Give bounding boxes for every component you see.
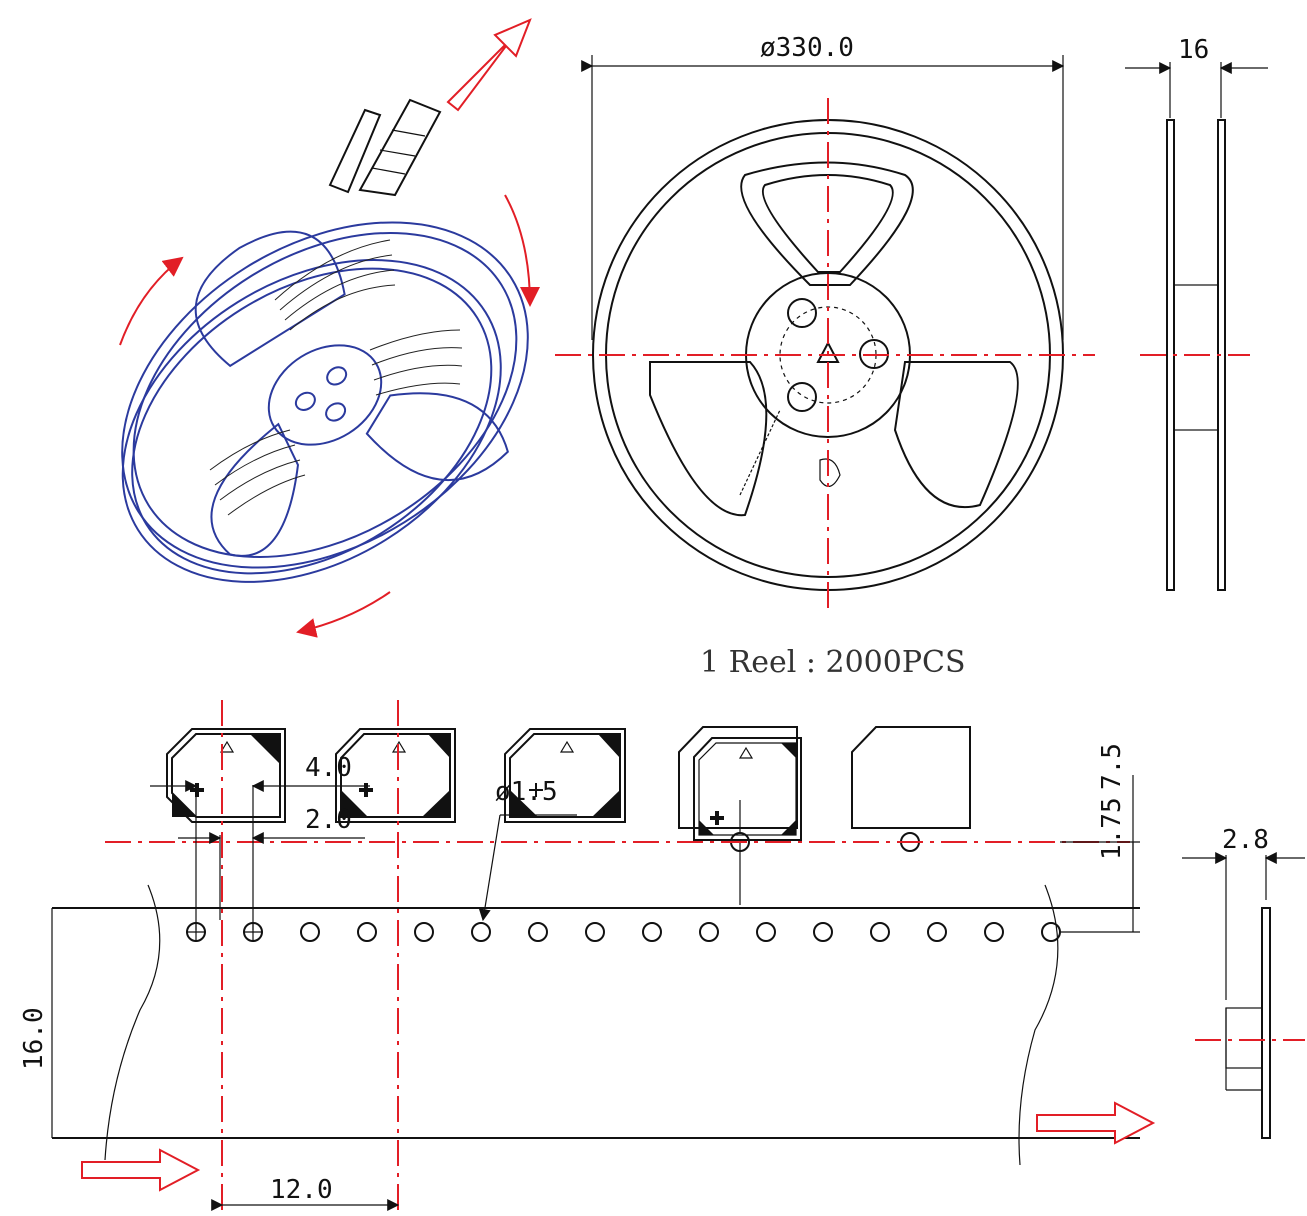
hole-diameter-label: ø1.5 xyxy=(495,777,558,807)
pocket-3 xyxy=(504,728,626,823)
pocket-1 xyxy=(166,728,286,823)
half-pitch-label: 2.0 xyxy=(305,805,352,835)
component-pitch-label: 12.0 xyxy=(270,1175,333,1205)
hole-to-center-label: 7.5 xyxy=(1097,743,1127,790)
reel-isometric-view xyxy=(119,18,540,638)
pocket-2 xyxy=(335,728,456,823)
reel-diameter-label: ø330.0 xyxy=(760,33,854,63)
tape-thickness-label: 2.8 xyxy=(1222,825,1269,855)
reel-side-view: 16 xyxy=(1125,35,1268,591)
edge-to-hole-label: 1.75 xyxy=(1097,797,1127,860)
carrier-tape-side-view: 2.8 xyxy=(1182,825,1305,1139)
reel-front-view: ø330.0 xyxy=(555,33,1095,615)
carrier-tape-view: 4.0 2.0 ø1.5 1.75 7.5 16.0 12.0 xyxy=(19,700,1156,1211)
reel-capacity-label: 1 Reel : 2000PCS xyxy=(700,645,966,680)
sprocket-holes xyxy=(186,922,1061,942)
pocket-4 xyxy=(678,726,798,852)
component-top-view xyxy=(693,737,802,905)
feed-direction-right-icon xyxy=(1036,1101,1156,1145)
pocket-5 xyxy=(851,726,971,852)
tape-width-label: 16.0 xyxy=(19,1007,49,1070)
reel-width-label: 16 xyxy=(1178,35,1209,65)
feed-arrow-icon xyxy=(446,18,532,112)
feed-direction-left-icon xyxy=(81,1148,201,1192)
sprocket-pitch-label: 4.0 xyxy=(305,753,352,783)
